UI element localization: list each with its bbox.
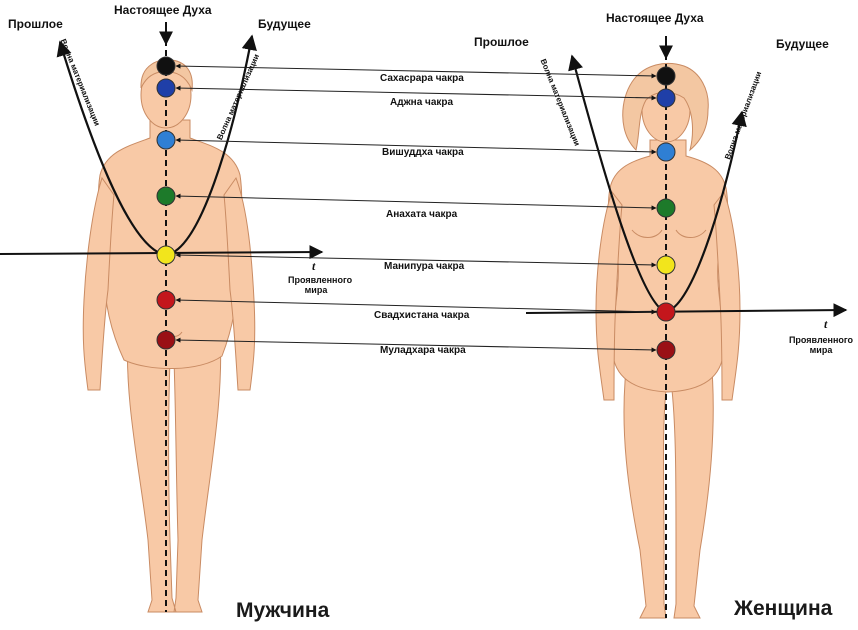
chakra-connectors [175, 63, 657, 353]
female-future-label: Будущее [776, 37, 829, 51]
chakra-label-sahasrara: Сахасрара чакра [380, 73, 464, 84]
male-chakras [156, 56, 176, 350]
connector-svadhisthana [175, 297, 657, 315]
male-torso [97, 119, 243, 370]
female-chakra-sahasrara [656, 66, 676, 86]
connector-ajna [175, 85, 657, 101]
chakra-label-ajna: Аджна чакра [390, 97, 454, 108]
male-chakra-vishuddha [156, 130, 176, 150]
female-bust [631, 229, 707, 238]
male-past-label: Прошлое [8, 17, 63, 31]
female-chakra-ajna [656, 88, 676, 108]
connector-manipura [175, 252, 657, 268]
male-chakra-muladhara [156, 330, 176, 350]
male-chakra-anahata [156, 186, 176, 206]
connector-vishuddha [175, 137, 657, 155]
male-chakra-manipura [156, 245, 176, 265]
connector-anahata [175, 193, 657, 211]
chakra-label-anahata: Анахата чакра [386, 209, 458, 220]
female-chakra-anahata [656, 198, 676, 218]
female-chakra-svadhisthana [656, 302, 676, 322]
chakra-label-svadhisthana: Свадхистана чакра [374, 310, 470, 321]
male-present-spirit-label: Настоящее Духа [114, 3, 212, 17]
female-right-arm [713, 190, 741, 401]
male-chakra-sahasrara [156, 56, 176, 76]
female-chakras [656, 66, 676, 360]
chakra-label-vishuddha: Вишуддха чакра [382, 147, 464, 158]
connector-sahasrara [175, 63, 657, 79]
chakra-label-manipura: Манипура чакра [384, 261, 465, 272]
man-title: Мужчина [236, 599, 330, 622]
male-legs [126, 329, 222, 613]
female-time-symbol: t [824, 317, 828, 331]
male-chakra-svadhisthana [156, 290, 176, 310]
male-future-label: Будущее [258, 17, 311, 31]
chakra-label-muladhara: Муладхара чакра [380, 345, 466, 356]
male-time-symbol: t [312, 259, 316, 273]
female-manifested-world-label: Проявленного мира [788, 335, 854, 355]
female-past-label: Прошлое [474, 35, 529, 49]
connector-muladhara [175, 337, 657, 353]
female-present-spirit-label: Настоящее Духа [606, 11, 704, 25]
female-chakra-manipura [656, 255, 676, 275]
female-legs [623, 369, 714, 619]
female-chakra-vishuddha [656, 142, 676, 162]
male-chakra-ajna [156, 78, 176, 98]
male-manifested-world-label: Проявленного мира [288, 275, 353, 295]
woman-title: Женщина [734, 597, 833, 620]
female-chakra-muladhara [656, 340, 676, 360]
